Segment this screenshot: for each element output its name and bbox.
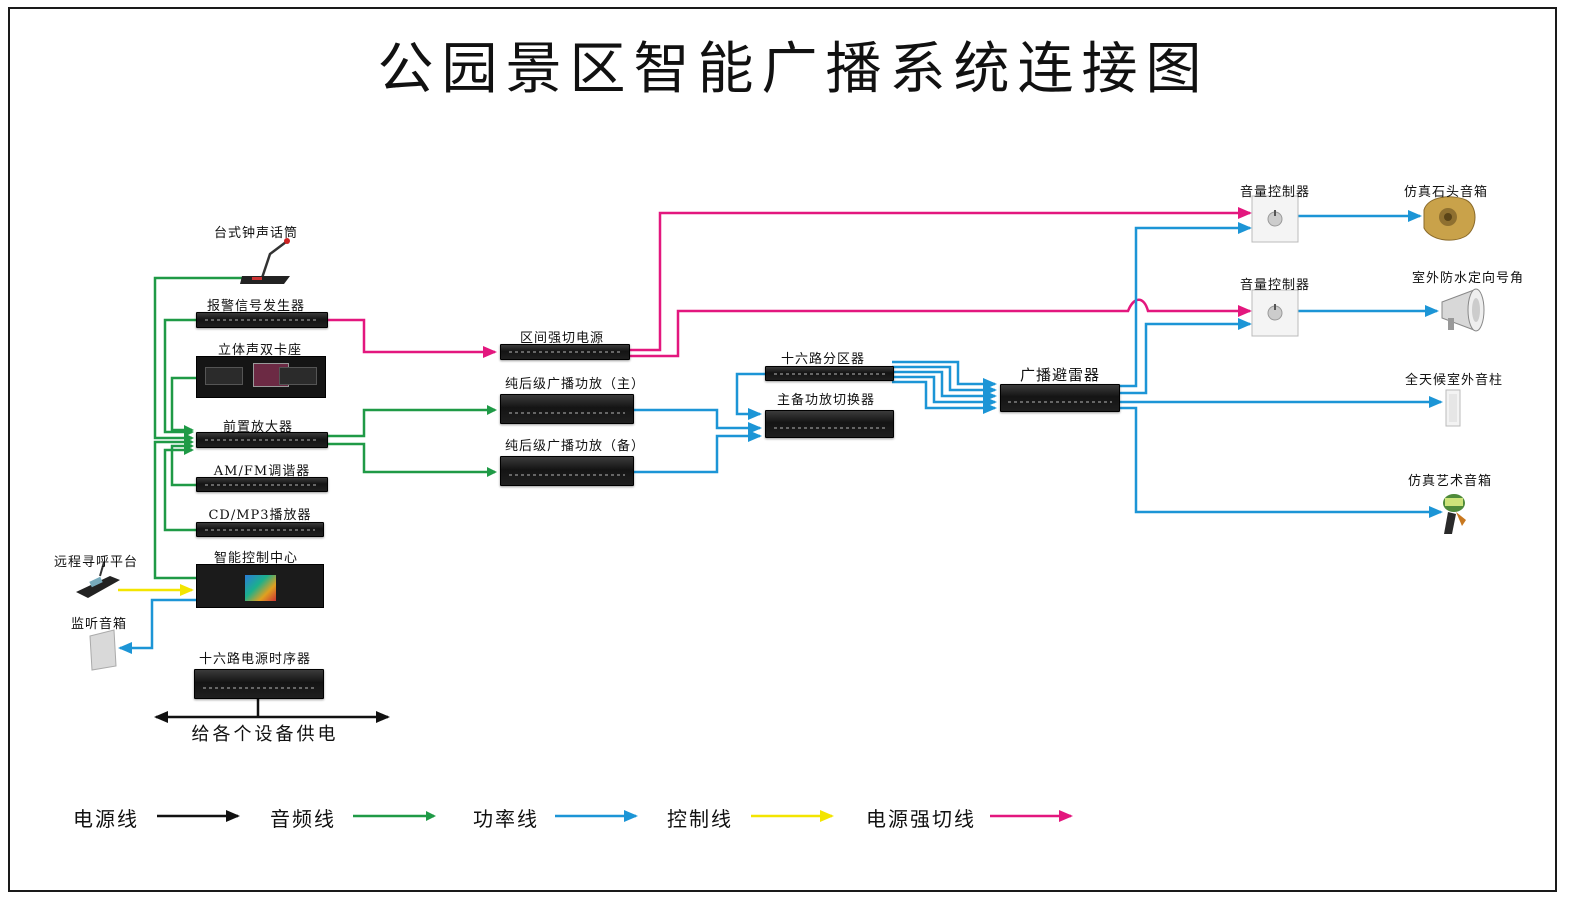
legend-audio: 音频线	[270, 807, 336, 831]
force-cut-lines	[326, 207, 1252, 358]
legend-power: 电源线	[73, 807, 139, 831]
paging-console-icon	[76, 561, 120, 598]
label-volume-1: 音量控制器	[1239, 185, 1311, 200]
alarm-generator	[196, 312, 328, 328]
main-backup-switcher	[765, 410, 894, 438]
art-speaker-icon	[1443, 494, 1466, 534]
label-switcher: 主备功放切换器	[776, 393, 876, 408]
legend-control: 控制线	[667, 807, 733, 831]
label-cd: CD/MP3播放器	[208, 508, 312, 523]
volume-knob-icon	[1251, 289, 1299, 337]
legend-speaker: 功率线	[473, 807, 539, 831]
sixteen-zone-divider	[765, 366, 894, 381]
label-spk-column: 全天候室外音柱	[1404, 373, 1504, 388]
label-zone-power: 区间强切电源	[519, 331, 605, 346]
am-fm-tuner	[196, 477, 328, 492]
page-title: 公园景区智能广播系统连接图	[377, 37, 1210, 102]
power-sequencer	[194, 669, 324, 699]
label-spk-rock: 仿真石头音箱	[1403, 185, 1489, 200]
rock-speaker-icon	[1423, 196, 1476, 241]
audio-lines	[153, 276, 497, 580]
label-sequencer: 十六路电源时序器	[198, 652, 312, 667]
label-controller: 智能控制中心	[213, 551, 299, 566]
broadcast-surge-arrester	[1000, 384, 1120, 412]
label-paging: 远程寻呼平台	[54, 555, 139, 570]
horn-speaker-icon	[1441, 288, 1485, 332]
label-tuner: AM/FM调谐器	[213, 464, 311, 479]
label-volume-2: 音量控制器	[1239, 278, 1311, 293]
gooseneck-mic-icon	[240, 238, 290, 284]
stereo-cassette-deck	[196, 356, 326, 398]
label-amp-main: 纯后级广播功放（主）	[504, 377, 646, 392]
label-monitor: 监听音箱	[71, 617, 128, 632]
label-zone-divider: 十六路分区器	[780, 352, 866, 367]
power-amp-main	[500, 394, 634, 424]
volume-knob-icon	[1251, 195, 1299, 243]
power-lines	[154, 697, 390, 723]
monitor-speaker-icon	[89, 629, 117, 671]
cd-mp3-player	[196, 522, 324, 537]
column-speaker-icon	[1445, 389, 1461, 427]
label-power-supply: 给各个设备供电	[191, 724, 339, 745]
legend-force-cut: 电源强切线	[866, 807, 976, 831]
label-preamp: 前置放大器	[222, 420, 294, 435]
label-alarm: 报警信号发生器	[206, 299, 306, 314]
power-amp-backup	[500, 456, 634, 486]
speaker-lines	[118, 210, 1443, 654]
diagram-frame	[8, 7, 1557, 892]
label-spk-horn: 室外防水定向号角	[1411, 271, 1525, 286]
preamplifier	[196, 432, 328, 448]
label-arrester: 广播避雷器	[1019, 366, 1101, 384]
label-amp-backup: 纯后级广播功放（备）	[504, 439, 646, 454]
smart-control-center	[196, 564, 324, 608]
zone-power-cutoff	[500, 344, 630, 360]
label-spk-art: 仿真艺术音箱	[1407, 474, 1493, 489]
label-deck: 立体声双卡座	[217, 343, 303, 358]
label-mic: 台式钟声话筒	[213, 226, 299, 241]
